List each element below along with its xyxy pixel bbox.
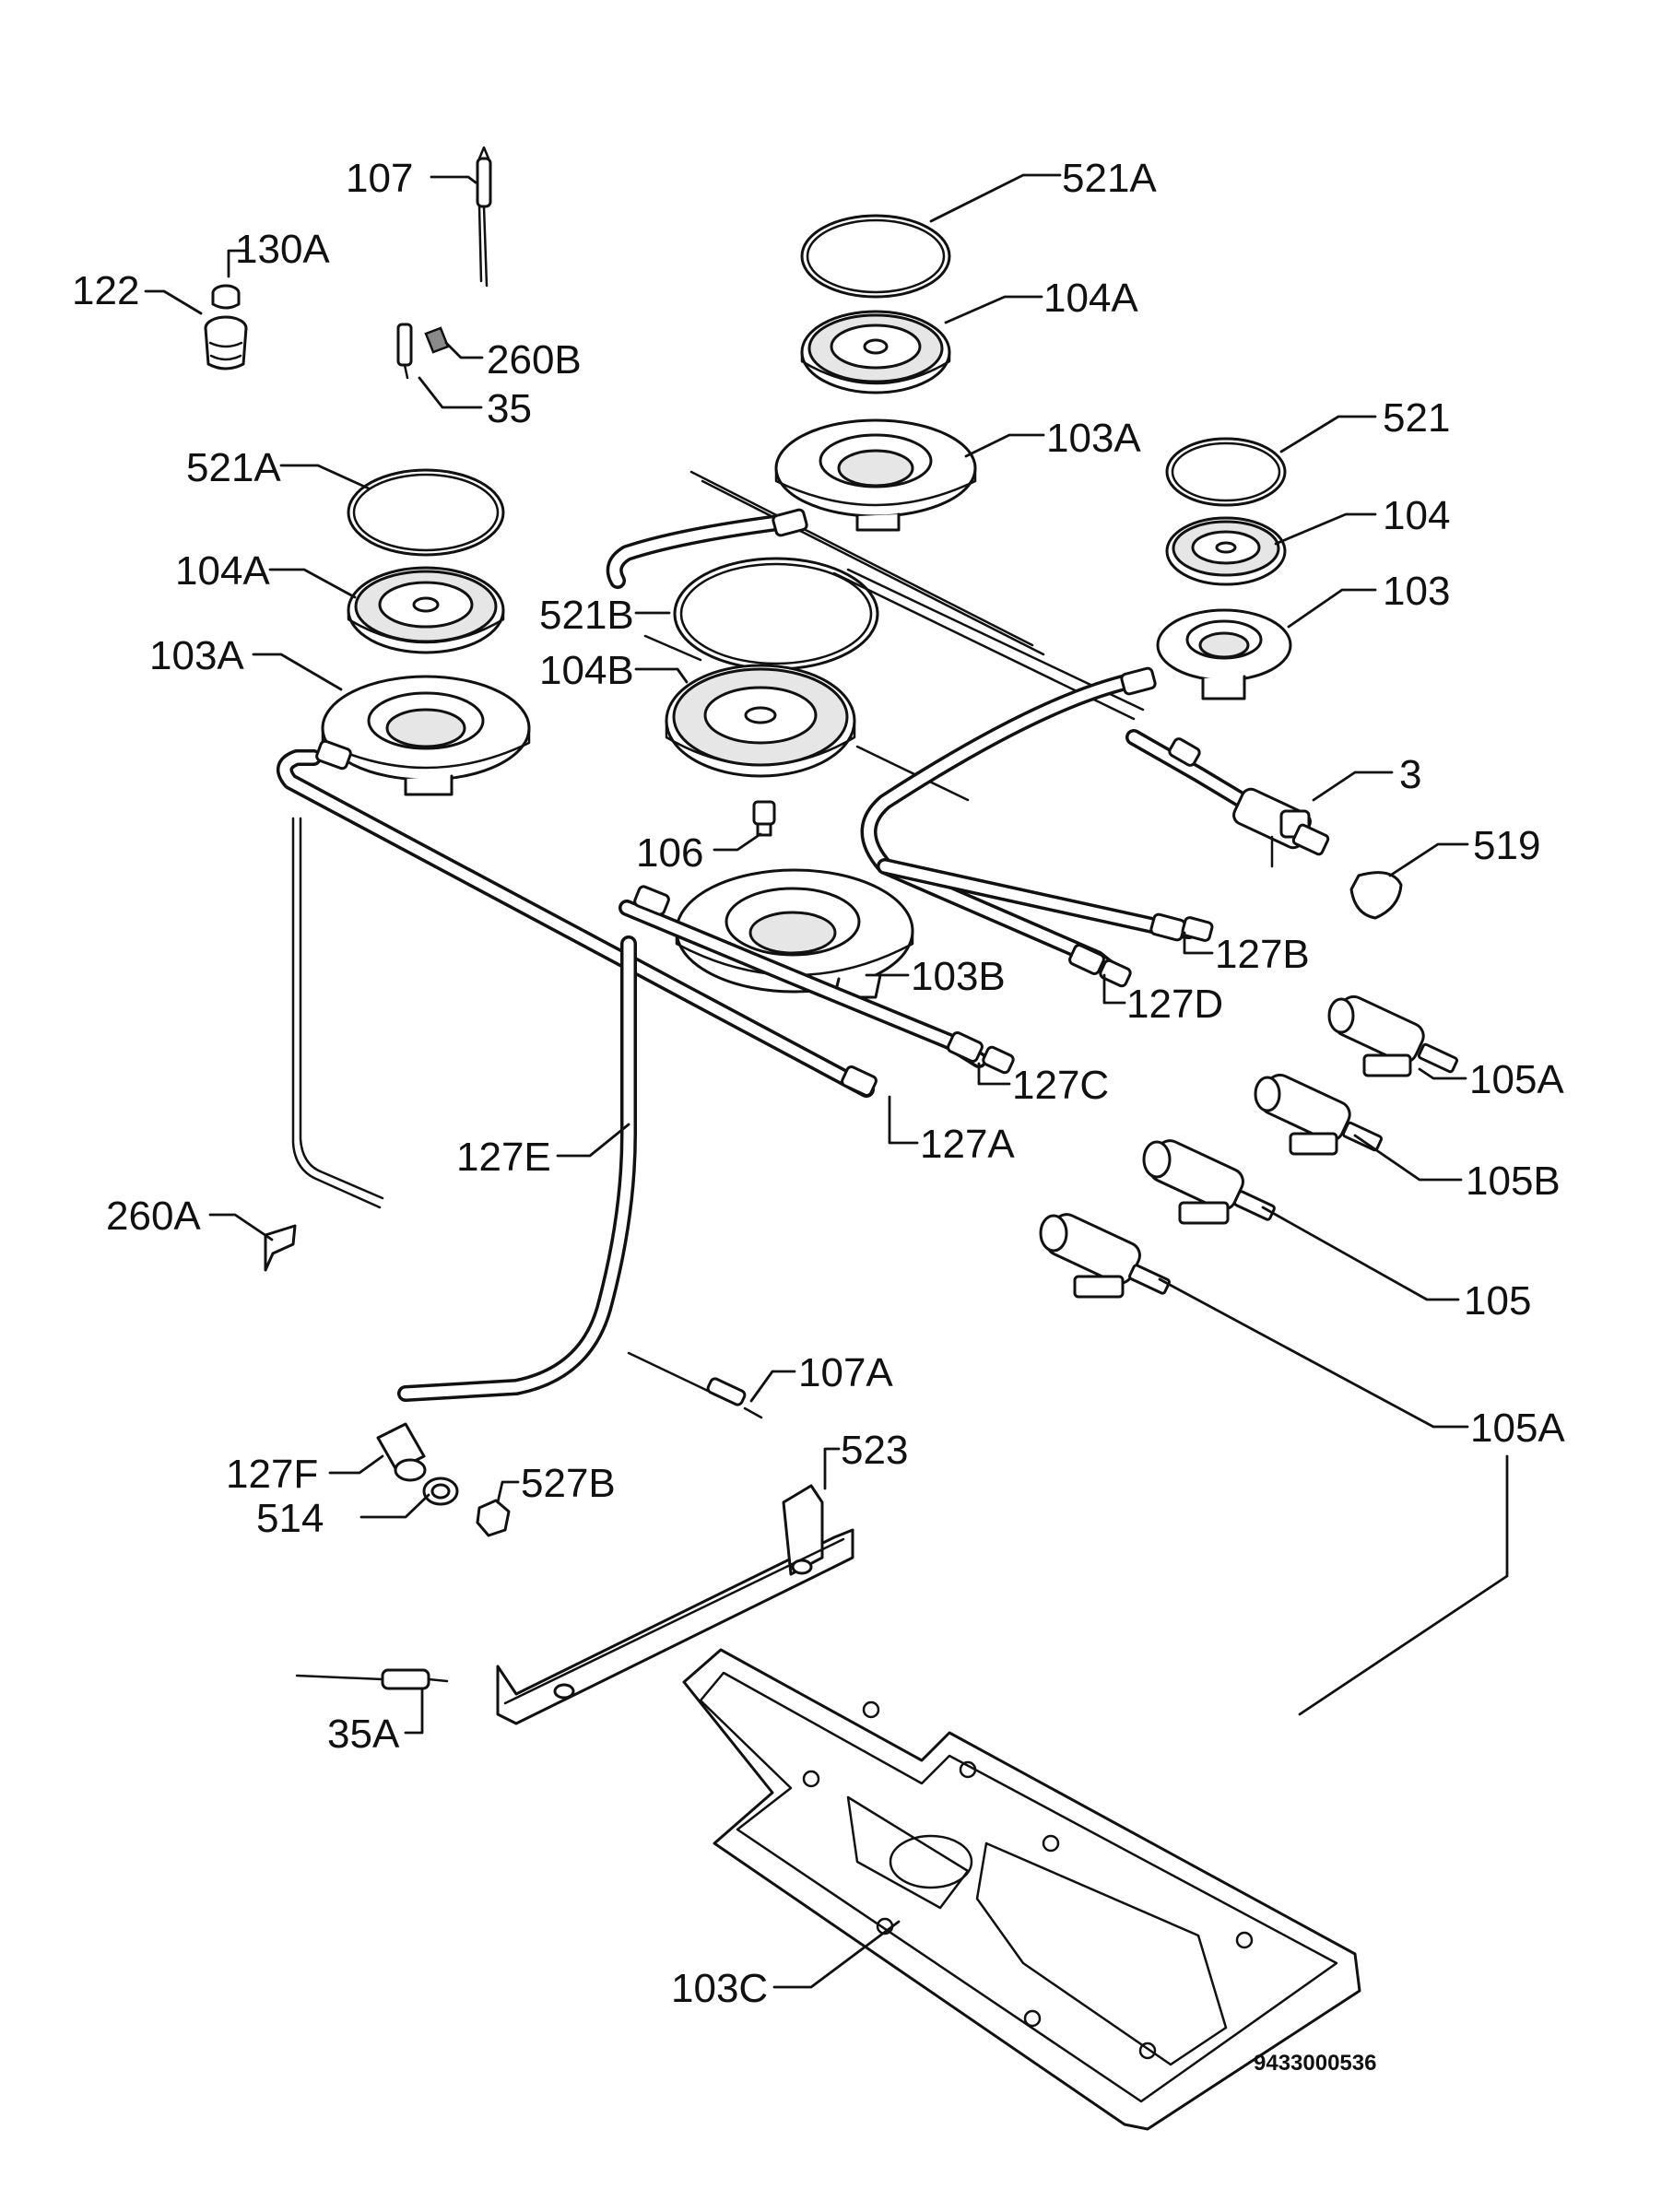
label-127b: 127B — [1215, 932, 1310, 977]
part-103-right-base — [1156, 608, 1292, 700]
label-104: 104 — [1383, 493, 1450, 538]
drawing-code: 9433000536 — [1254, 2051, 1376, 2076]
part-103a-top-base — [774, 418, 977, 532]
label-103a-left: 103A — [149, 633, 244, 678]
label-105b: 105B — [1466, 1159, 1561, 1204]
label-105a-bottom: 105A — [1470, 1406, 1565, 1451]
part-35a-electrode — [295, 1668, 449, 1690]
label-523: 523 — [841, 1428, 908, 1473]
part-127f-elbow — [376, 1422, 427, 1482]
label-103b: 103B — [911, 954, 1006, 999]
part-103c-base-tray — [682, 1648, 1361, 2131]
part-105a-bottom-valve — [1039, 1213, 1171, 1299]
part-105b-valve — [1254, 1073, 1384, 1156]
label-519: 519 — [1473, 823, 1540, 868]
part-3-valve — [1232, 787, 1330, 868]
label-3: 3 — [1399, 752, 1421, 797]
part-104a-top-crown — [800, 310, 951, 394]
part-106-injector — [752, 800, 776, 837]
label-106: 106 — [636, 830, 703, 876]
part-260a-clip — [264, 1224, 297, 1272]
label-104b: 104B — [539, 648, 634, 693]
part-107-thermocouple — [476, 146, 492, 288]
label-105: 105 — [1464, 1278, 1531, 1324]
label-514: 514 — [256, 1496, 324, 1541]
label-130a: 130A — [235, 227, 330, 272]
label-521a-left: 521A — [186, 445, 281, 490]
part-104b-center-crown — [665, 664, 856, 778]
part-105-valve — [1142, 1139, 1276, 1225]
label-103: 103 — [1383, 569, 1450, 614]
label-127e: 127E — [456, 1135, 551, 1180]
label-127f: 127F — [226, 1452, 318, 1497]
label-122: 122 — [72, 268, 139, 313]
label-103c: 103C — [671, 1966, 768, 2011]
part-519-knob — [1349, 871, 1403, 920]
part-104a-left-crown — [347, 566, 505, 654]
label-260b: 260B — [487, 337, 582, 382]
part-labels: 107 521A 130A 122 104A 260B 35 521 103A … — [72, 156, 1565, 2076]
label-104a-top: 104A — [1043, 276, 1138, 321]
part-527b-nut — [476, 1499, 511, 1537]
label-260a: 260A — [106, 1194, 201, 1239]
label-521: 521 — [1383, 395, 1450, 441]
label-127d: 127D — [1126, 982, 1223, 1027]
label-107: 107 — [346, 156, 413, 201]
label-104a-left: 104A — [175, 548, 270, 594]
part-103a-left-base — [321, 675, 531, 796]
part-521-right-cap — [1165, 437, 1287, 507]
part-105a-top-valve — [1327, 994, 1459, 1077]
part-523-bracket — [496, 1484, 854, 1725]
part-122-injector — [204, 284, 248, 371]
label-127a: 127A — [920, 1122, 1015, 1167]
label-527b: 527B — [521, 1461, 616, 1506]
label-107a: 107A — [798, 1350, 893, 1395]
leader-lines — [144, 173, 1509, 1989]
label-35a: 35A — [327, 1712, 400, 1757]
label-521b: 521B — [539, 593, 634, 638]
tube-fittings — [315, 508, 1214, 1098]
part-107a-thermocouple — [627, 1351, 763, 1419]
part-260b-35-spark-electrode — [396, 323, 450, 380]
label-105a-top: 105A — [1469, 1057, 1564, 1102]
part-521a-top-cap — [800, 214, 951, 299]
label-521a-top: 521A — [1062, 156, 1157, 201]
label-103a-top: 103A — [1046, 416, 1141, 461]
part-521a-left-cap — [347, 468, 505, 557]
part-104-right-crown — [1165, 516, 1287, 586]
label-35: 35 — [487, 386, 532, 431]
part-521b-center-cap — [673, 557, 879, 671]
part-514-nut — [422, 1477, 459, 1506]
label-127c: 127C — [1012, 1063, 1109, 1108]
